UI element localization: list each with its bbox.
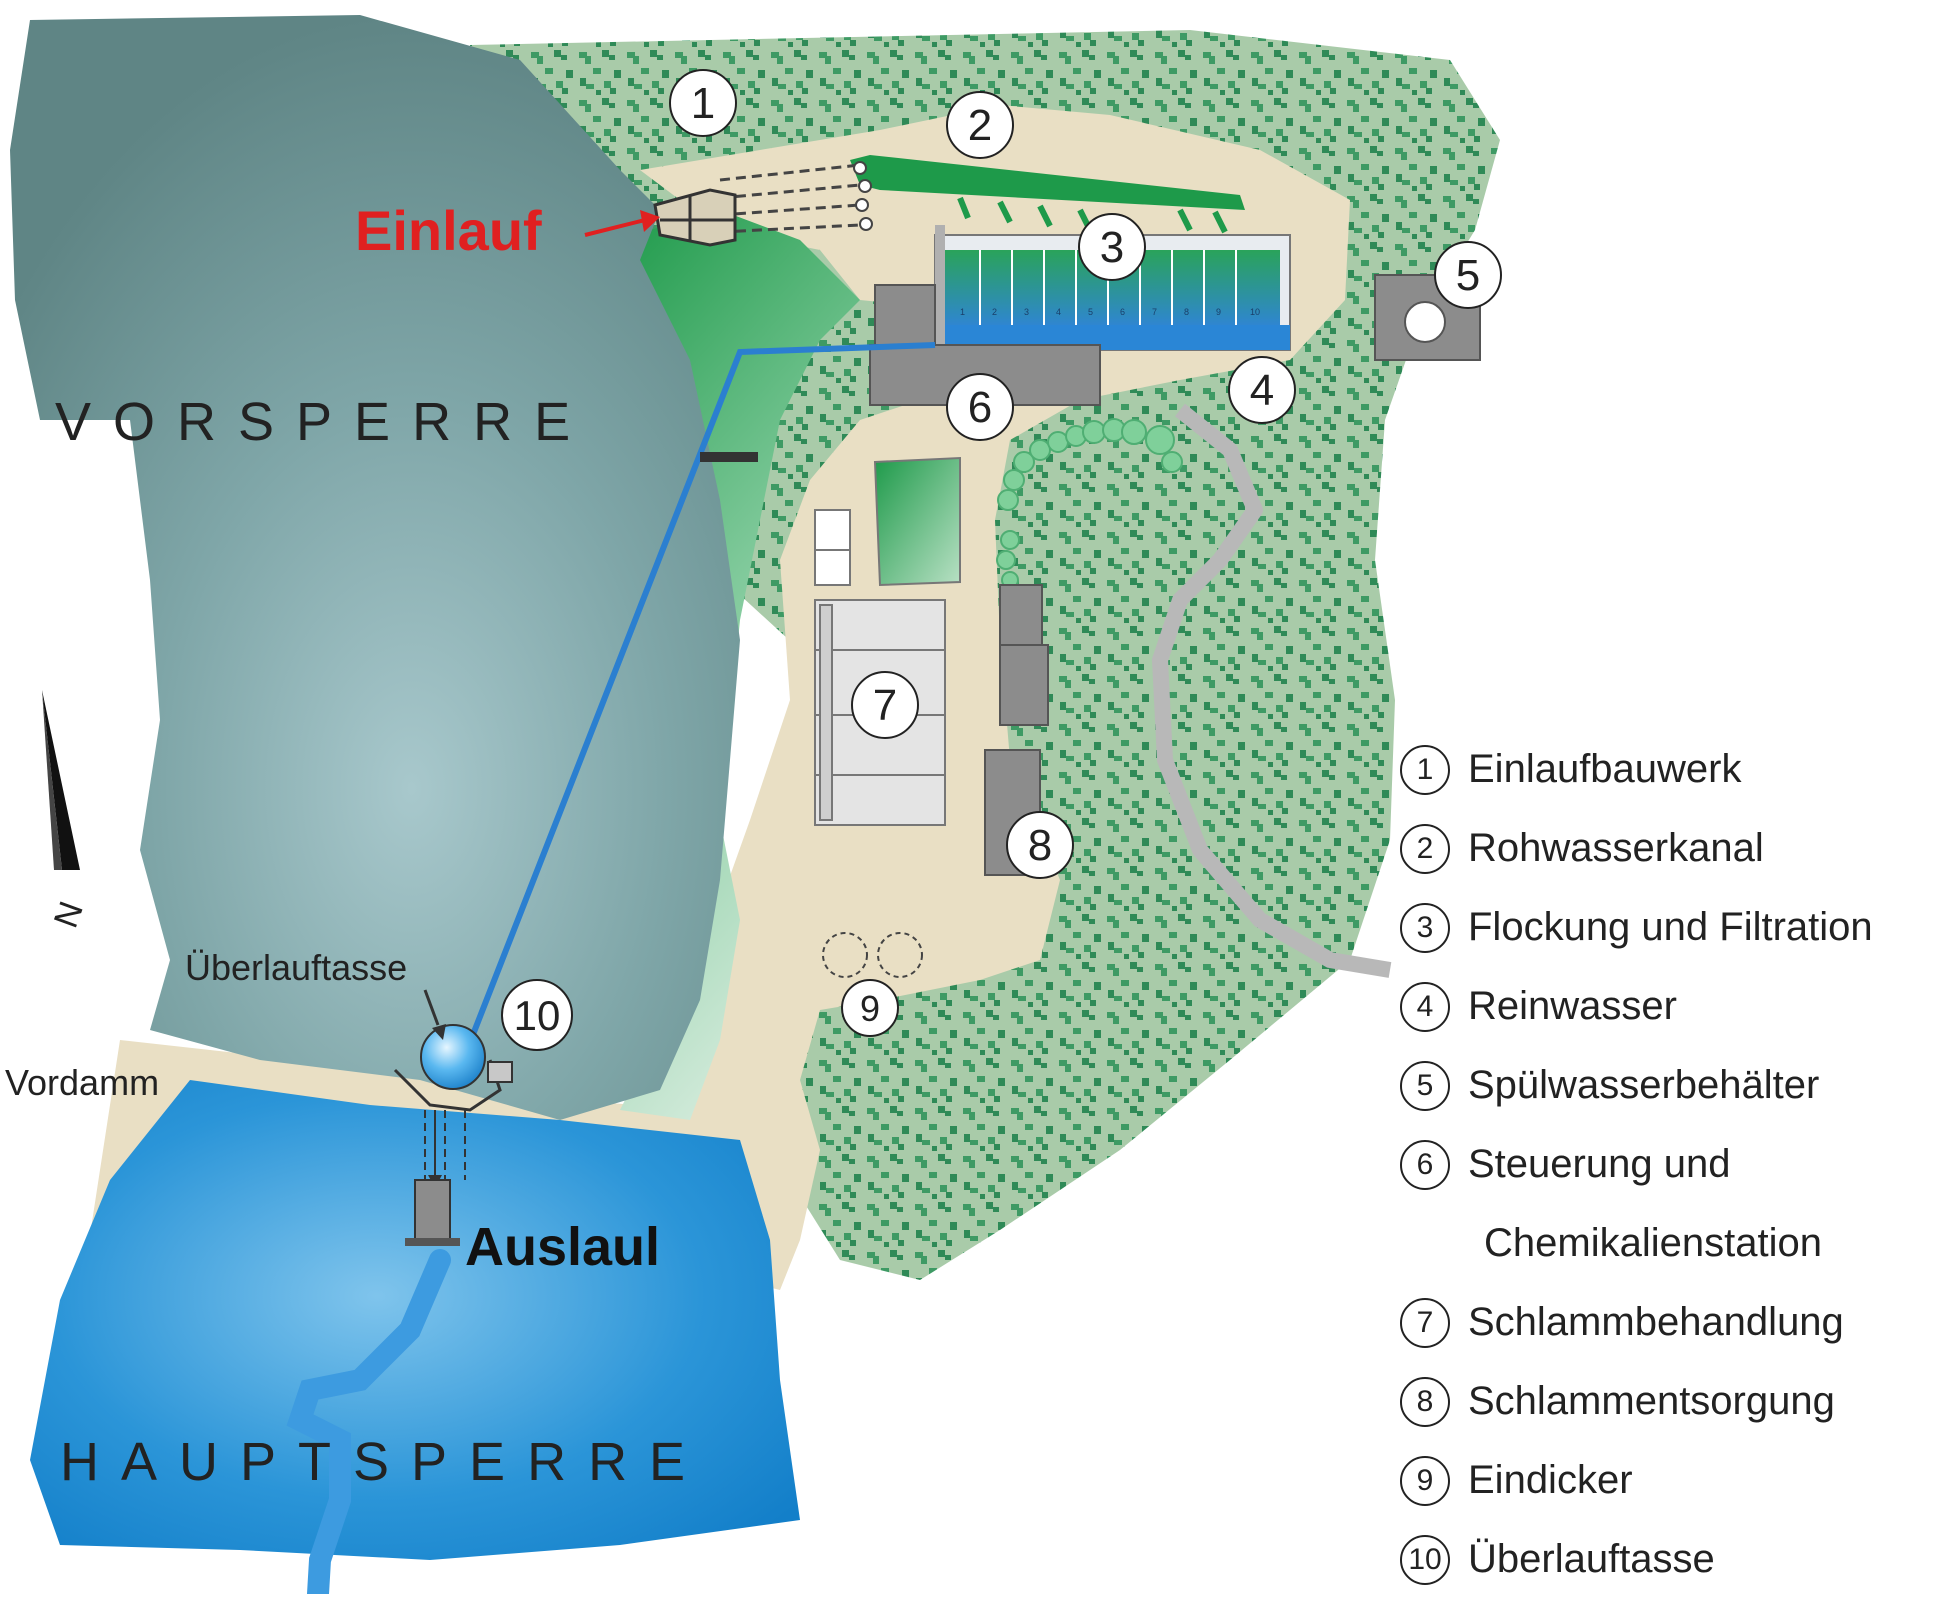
legend-item: 2 Rohwasserkanal: [1400, 809, 1959, 888]
legend-number: 3: [1400, 902, 1450, 953]
overflow-basin: [393, 1024, 513, 1246]
marker-6: 6: [946, 373, 1014, 441]
vorsperre-label: VORSPERRE: [55, 392, 592, 452]
legend-text: Steuerung und: [1468, 1142, 1731, 1186]
legend-number: 10: [1400, 1534, 1450, 1585]
inlet-valves: [853, 161, 873, 231]
filter-cell-label: 9: [1216, 307, 1221, 317]
legend-text: Rohwasserkanal: [1468, 826, 1764, 870]
clean-water-pipe: [462, 342, 936, 1057]
river: [286, 1249, 451, 1594]
marker-number: 4: [1250, 366, 1274, 415]
legend-text: Einlaufbauwerk: [1468, 747, 1742, 791]
hauptsperre-label: HAUPTSPERRE: [60, 1432, 707, 1492]
legend-number: 4: [1400, 981, 1450, 1032]
marker-number: 6: [968, 383, 992, 432]
legend-number: 7: [1400, 1297, 1450, 1348]
filter-cell-label: 7: [1152, 307, 1157, 317]
legend-text: Eindicker: [1468, 1458, 1633, 1502]
legend-text: Reinwasser: [1468, 984, 1677, 1028]
marker-10: 10: [501, 979, 573, 1051]
marker-number: 7: [873, 681, 897, 730]
legend-number: 5: [1400, 1060, 1450, 1111]
legend-text: Schlammentsorgung: [1468, 1379, 1835, 1423]
legend-item-continuation: Chemikalienstation: [1400, 1204, 1959, 1283]
map-markers: 1 2 3 4 5 6 7 8 9 10: [501, 69, 1502, 1051]
marker-number: 2: [968, 101, 992, 150]
filter-cell-label: 3: [1024, 307, 1029, 317]
marker-number: 1: [691, 79, 715, 128]
legend-item: 8 Schlammentsorgung: [1400, 1362, 1959, 1441]
legend-text: Flockung und Filtration: [1468, 905, 1873, 949]
marker-number: 8: [1028, 821, 1052, 870]
legend-item: 3 Flockung und Filtration: [1400, 888, 1959, 967]
marker-5: 5: [1434, 241, 1502, 309]
legend-number: 9: [1400, 1455, 1450, 1506]
inlet-label: Einlauf: [355, 199, 542, 262]
inlet-pipes: [719, 163, 861, 234]
marker-8: 8: [1006, 811, 1074, 879]
filter-cell-label: 8: [1184, 307, 1189, 317]
legend-text: Überlauftasse: [1468, 1537, 1715, 1581]
overflow-label: Überlauftasse: [185, 947, 407, 988]
filter-cell-label: 6: [1120, 307, 1125, 317]
filter-cell-label: 5: [1088, 307, 1093, 317]
thickeners: [822, 932, 923, 978]
legend-item: 6 Steuerung und: [1400, 1125, 1959, 1204]
legend-number: 2: [1400, 823, 1450, 874]
legend-item: 7 Schlammbehandlung: [1400, 1283, 1959, 1362]
reservoir-vorsperre: [10, 15, 740, 1120]
marker-9: 9: [841, 979, 899, 1037]
legend-item: 5 Spülwasserbehälter: [1400, 1046, 1959, 1125]
filter-cell-label: 10: [1250, 307, 1260, 317]
rinse-tank: [1404, 301, 1446, 343]
marker-number: 9: [860, 988, 880, 1029]
legend-text: Schlammbehandlung: [1468, 1300, 1844, 1344]
legend-item: 9 Eindicker: [1400, 1441, 1959, 1520]
legend-number: 8: [1400, 1376, 1450, 1427]
raw-water-channel: [850, 155, 1245, 210]
filtration-block: 1 2 3 4 5 6 7 8 9 10: [934, 225, 1291, 351]
marker-7: 7: [851, 671, 919, 739]
inlet-structure: [653, 188, 737, 247]
filter-cell-label: 1: [960, 307, 965, 317]
legend-number: 6: [1400, 1139, 1450, 1190]
marker-4: 4: [1228, 356, 1296, 424]
north-arrow: N: [42, 690, 91, 933]
marker-number: 5: [1456, 251, 1480, 300]
legend-text: Spülwasserbehälter: [1468, 1063, 1820, 1107]
outlet-label: Auslaul: [465, 1217, 660, 1277]
filter-cell-label: 2: [992, 307, 997, 317]
legend-number: 1: [1400, 744, 1450, 795]
marker-3: 3: [1078, 213, 1146, 281]
marker-number: 3: [1100, 223, 1124, 272]
float-marker: [700, 452, 758, 462]
legend-item: 1 Einlaufbauwerk: [1400, 730, 1959, 809]
legend-text: Chemikalienstation: [1484, 1221, 1822, 1265]
access-road: [1152, 403, 1392, 978]
filter-cell-label: 4: [1056, 307, 1061, 317]
marker-2: 2: [946, 91, 1014, 159]
legend-item: 4 Reinwasser: [1400, 967, 1959, 1046]
pond: [873, 456, 961, 587]
legend-item: 10 Überlauftasse: [1400, 1520, 1959, 1599]
north-letter: N: [47, 897, 91, 933]
legend: 1 Einlaufbauwerk 2 Rohwasserkanal 3 Floc…: [1400, 730, 1959, 1599]
plant-land: [640, 105, 1350, 1290]
marker-1: 1: [669, 69, 737, 137]
dam-label: Vordamm: [5, 1062, 159, 1103]
marker-number: 10: [514, 992, 561, 1039]
path-beads: [996, 418, 1183, 589]
